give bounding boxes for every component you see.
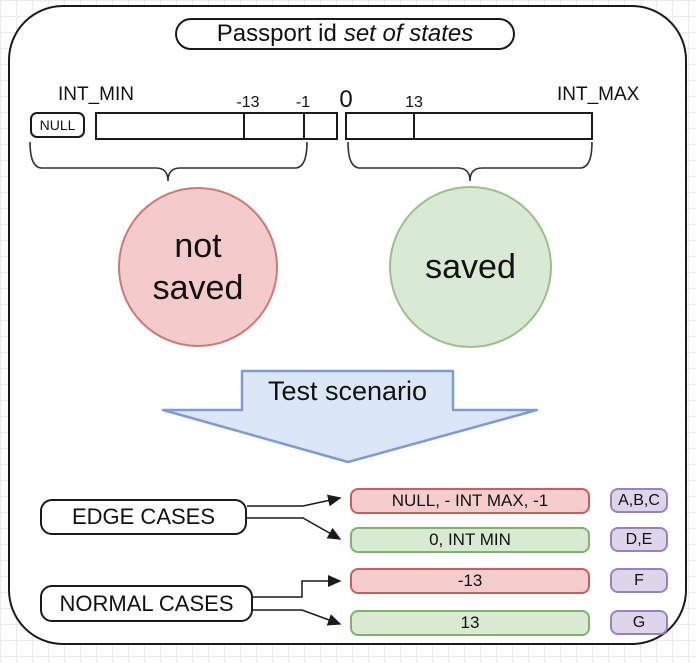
range-bar-negative [95,112,338,140]
label-int-max: INT_MAX [557,84,640,105]
not-saved-label-line2: saved [152,269,244,307]
page-title-italic: set of states [343,20,474,47]
badge-de: D,E [610,527,668,552]
state-circle-not-saved: not saved [118,187,278,347]
title-box: Passport id set of states [175,18,515,50]
range-bar-positive [345,112,593,140]
result-text: NULL, - INT MAX, -1 [391,491,549,510]
tick-pos13: 13 [405,94,423,111]
tick-neg1: -1 [295,94,311,111]
normal-cases-label: NORMAL CASES [59,590,234,616]
tick-divider-neg1 [303,114,305,138]
badge-text: F [634,571,644,589]
result-text: 0, INT MIN [429,530,511,549]
not-saved-label-line1: not [174,226,222,265]
tick-divider-pos13 [413,114,415,138]
badge-text: D,E [625,530,653,548]
badge-text: A,B,C [618,491,660,509]
result-box-normal-saved: 13 [350,610,590,636]
result-box-edge-saved: 0, INT MIN [350,527,590,553]
null-label: NULL [39,117,76,133]
label-int-min: INT_MIN [58,84,134,105]
page-title: Passport id [216,20,337,47]
test-scenario-label: Test scenario [267,375,428,406]
null-state-box: NULL [30,112,85,138]
normal-cases-box: NORMAL CASES [40,585,253,622]
badge-abc: A,B,C [610,488,668,513]
tick-divider-neg13 [243,114,245,138]
badge-f: F [610,568,668,593]
edge-cases-label: EDGE CASES [71,504,216,529]
tick-neg13: -13 [236,94,260,111]
saved-label: saved [425,247,516,286]
result-text: 13 [460,613,480,632]
state-circle-saved: saved [389,186,552,348]
tick-zero: 0 [339,86,353,113]
result-text: -13 [457,571,483,590]
edge-cases-box: EDGE CASES [40,499,247,535]
badge-g: G [610,610,668,635]
result-box-edge-not-saved: NULL, - INT MAX, -1 [350,488,590,514]
result-box-normal-not-saved: -13 [350,568,590,594]
badge-text: G [632,613,646,631]
